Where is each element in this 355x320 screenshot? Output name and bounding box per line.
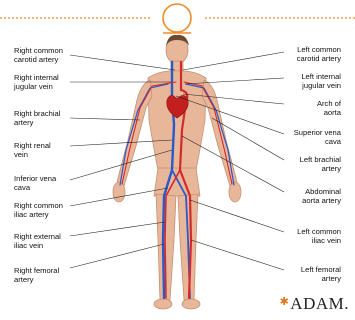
label-left-femoral-artery: Left femoral artery [301,265,341,283]
label-left-common-carotid-artery: Left common carotid artery [297,45,341,63]
adam-logo: ✱ADAM. [280,294,349,314]
label-superior-vena-cava: Superior vena cava [294,128,341,146]
label-right-internal-jugular-vein: Right internal jugular vein [14,73,59,91]
label-abdominal-aorta-artery: Abdominal aorta artery [302,187,341,205]
logo-text: ADAM. [290,294,349,313]
label-right-common-iliac-artery: Right common iliac artery [14,201,63,219]
label-arch-of-aorta: Arch of aorta [317,99,341,117]
label-right-femoral-artery: Right femoral artery [14,266,59,284]
label-right-renal-vein: Right renal vein [14,141,51,159]
label-left-brachial-artery: Left brachial artery [300,155,341,173]
label-inferior-vena-cava: Inferior vena cava [14,174,56,192]
star-icon: ✱ [280,296,290,308]
label-left-internal-jugular-vein: Left internal jugular vein [301,72,341,90]
label-left-common-iliac-vein: Left common iliac vein [297,227,341,245]
label-right-external-iliac-vein: Right external iliac vein [14,232,61,250]
label-right-common-carotid-artery: Right common carotid artery [14,46,63,64]
label-right-brachial-artery: Right brachial artery [14,109,60,127]
human-body-figure [113,35,241,309]
header-divider [0,4,355,33]
